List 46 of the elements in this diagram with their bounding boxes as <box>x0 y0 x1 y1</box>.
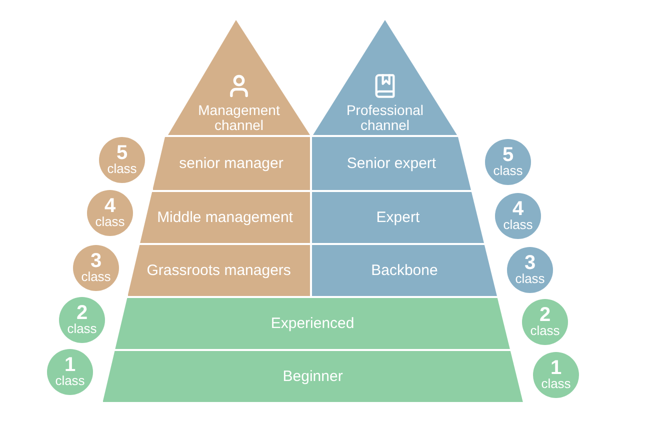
level-label: Expert <box>376 209 420 226</box>
level-number: 5 <box>502 146 514 164</box>
level-unit: class <box>541 377 571 391</box>
level-unit: class <box>503 218 533 232</box>
level-label: Beginner <box>282 368 343 385</box>
level-label: Grassroots managers <box>146 262 291 279</box>
level-unit: class <box>95 215 125 229</box>
level-label: Middle management <box>157 209 293 226</box>
pyramid-band <box>128 245 310 296</box>
level-number: 1 <box>64 356 76 374</box>
level-unit: class <box>107 162 137 176</box>
level-label: senior manager <box>179 155 284 172</box>
level-number: 4 <box>104 197 116 215</box>
pyramid-band <box>312 192 484 243</box>
level-number: 1 <box>550 359 562 377</box>
level-number: 2 <box>539 306 551 324</box>
channel-label: Management channel <box>197 103 281 133</box>
level-circle <box>87 190 133 236</box>
pyramid-band <box>152 137 310 190</box>
level-circle <box>507 247 553 293</box>
level-circle <box>47 349 93 395</box>
level-unit: class <box>493 164 523 178</box>
level-unit: class <box>515 272 545 286</box>
level-number: 3 <box>524 254 536 272</box>
level-unit: class <box>530 324 560 338</box>
level-number: 3 <box>90 252 102 270</box>
level-circle <box>59 297 105 343</box>
level-number: 5 <box>116 144 128 162</box>
level-circle <box>533 352 579 398</box>
level-circle <box>485 139 531 185</box>
level-circle <box>73 245 119 291</box>
level-number: 2 <box>76 304 88 322</box>
level-unit: class <box>55 374 85 388</box>
level-label: Backbone <box>371 262 438 279</box>
level-circle <box>495 193 541 239</box>
level-label: Senior expert <box>346 155 436 172</box>
pyramid-band <box>312 137 471 190</box>
channel-label: Professional channel <box>345 103 425 133</box>
level-unit: class <box>67 322 97 336</box>
level-circle <box>522 299 568 345</box>
pyramid-band <box>140 192 310 243</box>
level-circle <box>99 137 145 183</box>
pyramid-band <box>312 245 497 296</box>
level-number: 4 <box>512 200 524 218</box>
level-label: Experienced <box>270 315 354 332</box>
level-unit: class <box>81 270 111 284</box>
